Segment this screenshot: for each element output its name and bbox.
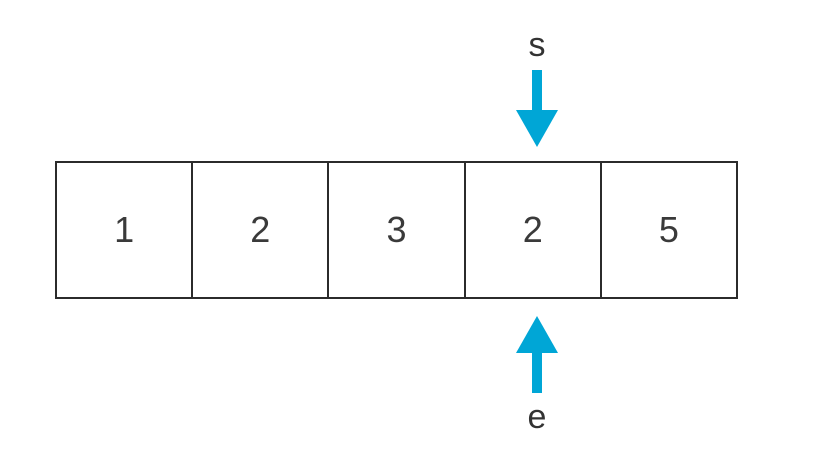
end-pointer-label: e xyxy=(527,398,547,436)
array-cell-pointed: 2 xyxy=(466,163,602,297)
end-pointer-arrow-icon xyxy=(516,316,558,393)
array-cell: 2 xyxy=(193,163,330,297)
array-cell: 5 xyxy=(658,209,679,250)
array-cell: 1 xyxy=(57,163,194,297)
array-cell: 3 xyxy=(329,163,466,297)
array-row: 1 2 3 2 5 xyxy=(55,161,738,299)
start-pointer-arrow-icon xyxy=(516,70,558,147)
start-pointer-label: s xyxy=(528,26,546,64)
